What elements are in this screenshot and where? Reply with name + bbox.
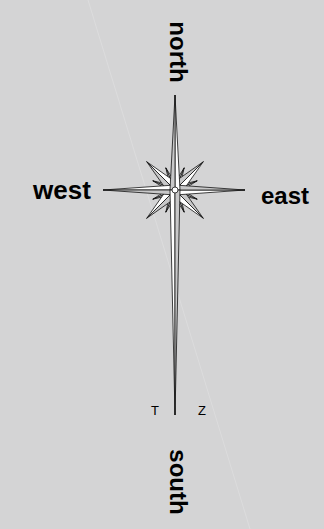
direction-label: east xyxy=(261,184,309,208)
star-point xyxy=(175,185,245,190)
small-letter: T xyxy=(151,404,159,417)
star-point xyxy=(103,190,175,195)
faint-line xyxy=(88,0,250,529)
star-point xyxy=(103,185,175,190)
small-letter: Z xyxy=(198,404,206,417)
direction-label: north xyxy=(166,21,190,82)
star-point xyxy=(170,95,175,190)
star-point xyxy=(175,190,180,415)
compass-star xyxy=(103,95,245,415)
star-point xyxy=(175,190,245,195)
direction-label: west xyxy=(33,177,91,203)
star-point xyxy=(170,190,175,415)
star-center xyxy=(172,187,178,193)
star-point xyxy=(175,95,180,190)
direction-label: south xyxy=(166,449,190,514)
